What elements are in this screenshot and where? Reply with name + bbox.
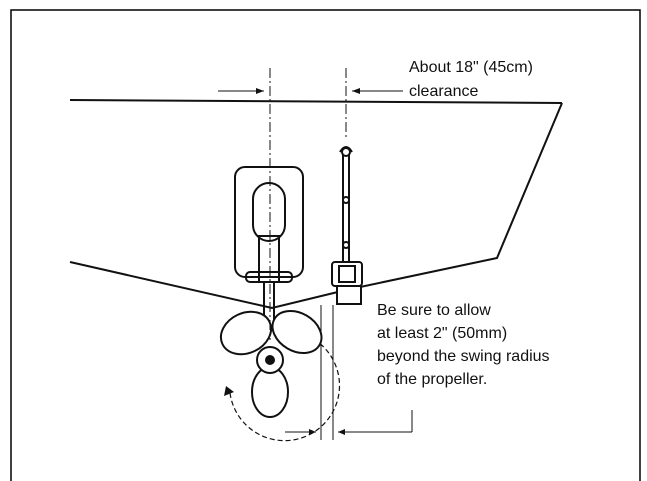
diagram-frame xyxy=(10,9,641,481)
dim-arrow-left-icon xyxy=(256,88,264,94)
side-note-line4: of the propeller. xyxy=(377,371,487,388)
dimension-lines xyxy=(218,68,413,440)
engine-housing xyxy=(234,166,304,330)
gap-arrow-right-icon xyxy=(338,429,345,435)
swing-arrow-icon xyxy=(224,386,234,396)
side-note-line1: Be sure to allow xyxy=(377,302,491,319)
side-note-line3: beyond the swing radius xyxy=(377,348,550,365)
dim-arrow-right-icon xyxy=(352,88,360,94)
transducer xyxy=(331,146,363,305)
top-note-line1: About 18" (45cm) xyxy=(409,59,533,76)
boat-hull xyxy=(69,99,563,310)
top-note-line2: clearance xyxy=(409,83,478,100)
gap-arrow-left-icon xyxy=(309,429,316,435)
side-note-line2: at least 2" (50mm) xyxy=(377,325,507,342)
propeller xyxy=(219,310,323,418)
